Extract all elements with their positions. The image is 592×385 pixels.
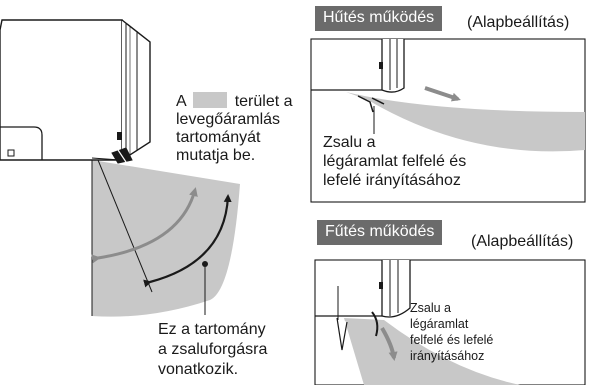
range-line-2: a zsaluforgásra <box>158 341 268 358</box>
heating-flow-arrow <box>380 326 398 361</box>
legend-line-4: mutatja be. <box>176 147 256 164</box>
cooling-title: Hűtés működés <box>315 6 443 31</box>
heating-caption-line-4: irányításához <box>410 349 485 363</box>
range-line-1: Ez a tartomány <box>158 321 266 338</box>
heating-caption-line-2: légáramlat <box>410 317 469 331</box>
cooling-caption-line-1: Zsalu a <box>323 134 376 151</box>
legend-prefix: A <box>176 93 186 110</box>
cooling-flow-arrow <box>424 86 461 102</box>
heating-panel <box>314 259 586 385</box>
legend-line-2: levegőáramlás <box>176 111 281 128</box>
legend-swatch <box>193 92 228 108</box>
heating-title: Fűtés működés <box>317 220 443 245</box>
heating-caption-line-3: felfelé és lefelé <box>410 333 494 347</box>
legend-suffix: terület a <box>234 93 293 110</box>
heating-caption: Zsalu a légáramlat felfelé és lefelé irá… <box>410 300 493 364</box>
cooling-caption: Zsalu a légáramlat felfelé és lefelé irá… <box>323 133 466 190</box>
cooling-caption-line-2: légáramlat felfelé és <box>323 153 467 170</box>
range-caption: Ez a tartomány a zsaluforgásra vonatkozi… <box>158 320 267 380</box>
heating-default-label: (Alapbeállítás) <box>471 233 574 250</box>
airflow-range-area <box>92 160 240 317</box>
cooling-panel <box>310 38 586 203</box>
heating-caption-line-1: Zsalu a <box>410 301 451 315</box>
indoor-unit <box>0 19 240 317</box>
heating-airflow-area <box>344 318 520 385</box>
legend-line-3: tartományát <box>176 129 261 146</box>
louver-swing-arrow <box>143 194 232 288</box>
legend-text: A terület a levegőáramlás tartományát mu… <box>176 92 293 165</box>
cooling-airflow-area <box>346 92 585 152</box>
cooling-caption-line-3: lefelé irányításához <box>323 172 461 189</box>
cooling-default-label: (Alapbeállítás) <box>467 14 570 31</box>
range-line-3: vonatkozik. <box>158 361 239 378</box>
